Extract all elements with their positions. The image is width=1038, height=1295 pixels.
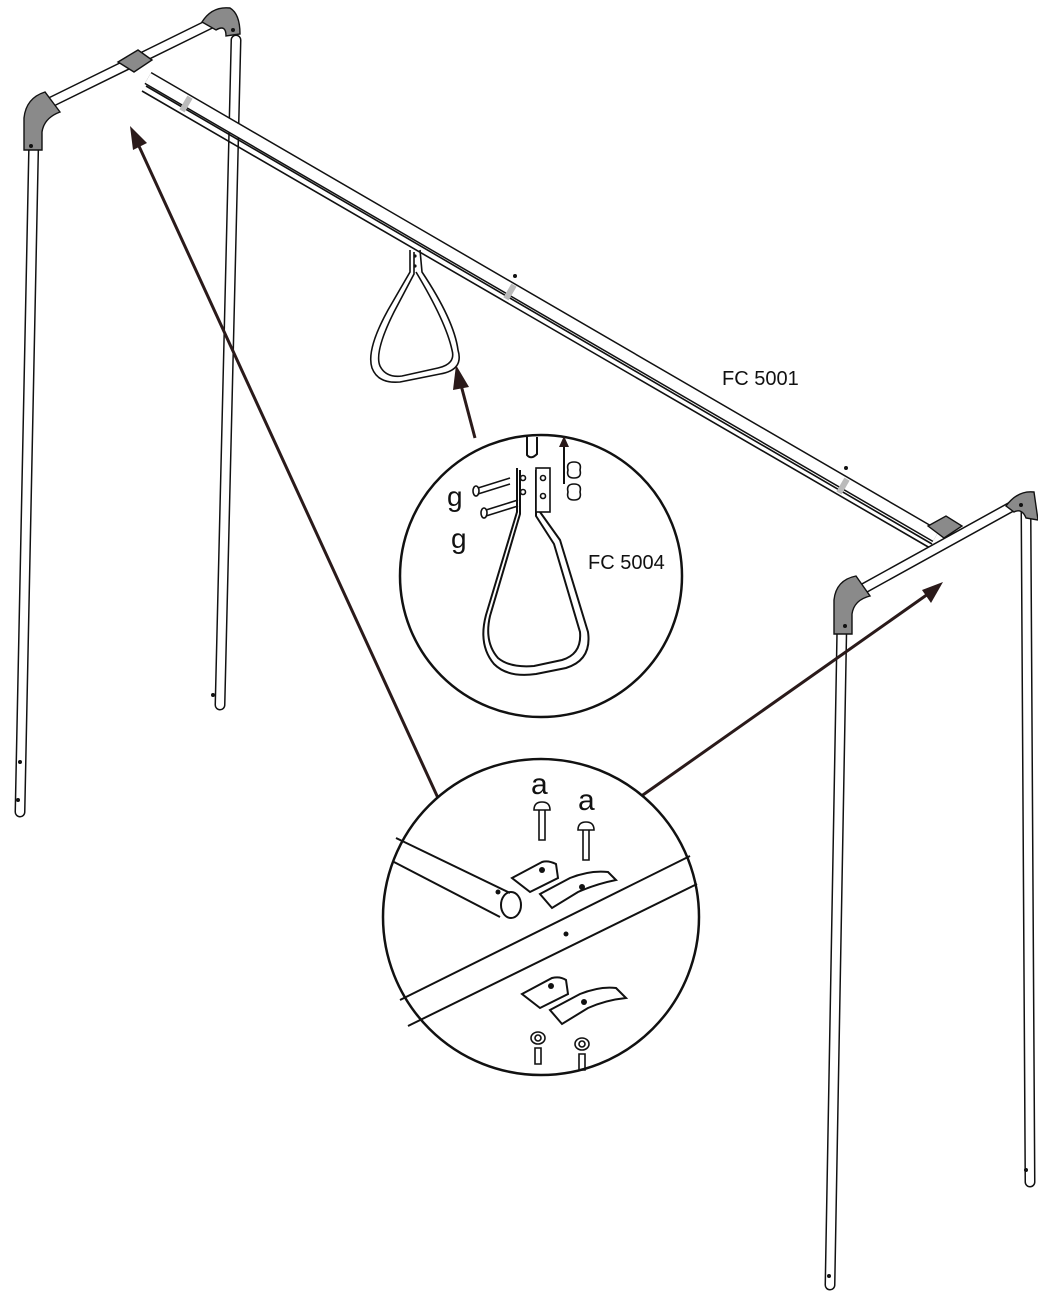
right-front-corner — [833, 575, 872, 635]
upper-bracket-icon — [510, 860, 619, 910]
arrow-to-trapeze — [459, 384, 477, 439]
bolt-label-a-2: a — [578, 784, 595, 817]
arrow-to-left-frame — [136, 143, 440, 799]
beam-part-label: FC 5001 — [722, 368, 799, 390]
main-beam — [141, 71, 940, 549]
trapeze-part-label: FC 5004 — [588, 552, 665, 574]
right-frame — [824, 491, 1038, 1291]
lower-bracket-icon — [520, 976, 629, 1026]
detail-brackets-circle — [381, 757, 701, 1077]
left-frame — [14, 7, 242, 818]
left-front-corner — [23, 91, 62, 151]
bolt-label-a-1: a — [531, 768, 548, 801]
left-center-bracket — [116, 49, 154, 73]
cap-nut-icon — [566, 461, 582, 501]
trapeze-bar — [369, 249, 460, 384]
arrow-to-right-frame — [639, 592, 929, 799]
bolt-a-icon — [533, 801, 595, 861]
washer-screw-icon — [530, 1031, 590, 1071]
arrows — [130, 126, 943, 799]
detail-trapeze-circle — [398, 433, 684, 719]
bolt-label-g-2: g — [451, 523, 467, 554]
detail-trapeze: g g FC 5004 — [398, 433, 684, 719]
left-back-corner — [201, 7, 241, 37]
bolt-label-g-1: g — [447, 481, 463, 512]
detail-brackets: a a — [381, 757, 701, 1077]
bolt-g-icon — [472, 477, 519, 519]
right-center-bracket — [926, 515, 964, 539]
